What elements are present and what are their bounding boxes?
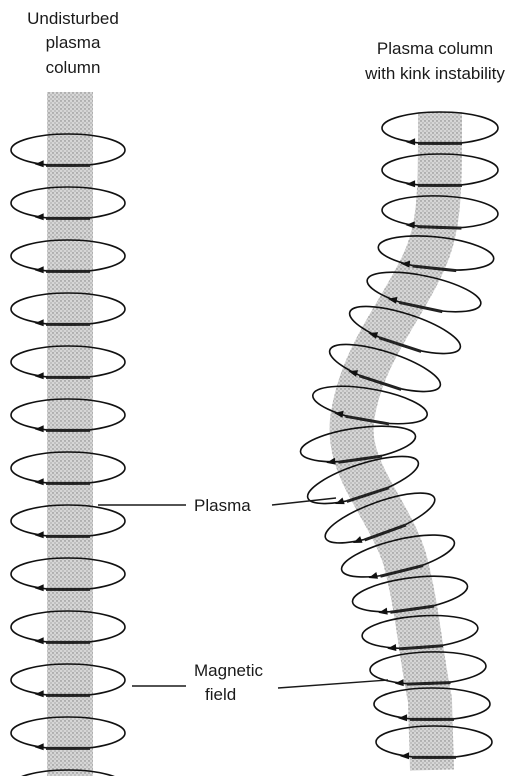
- field-arrow-icon: [406, 138, 415, 145]
- left-title-line3: column: [46, 58, 101, 77]
- left-plasma-body: [47, 92, 93, 776]
- kinked-column: [298, 112, 498, 770]
- field-arrow-icon: [406, 221, 415, 228]
- field-arrow-icon: [406, 180, 415, 187]
- field-arrow-icon: [35, 531, 44, 538]
- undisturbed-column: [11, 92, 125, 776]
- plasma-label: Plasma: [194, 496, 251, 515]
- left-title-line1: Undisturbed: [27, 9, 119, 28]
- right-title-line1: Plasma column: [377, 39, 493, 58]
- field-arrow-icon: [35, 160, 44, 167]
- field-arrow-icon: [398, 714, 407, 721]
- left-title-line2: plasma: [46, 33, 101, 52]
- magnetic-label-line1: Magnetic: [194, 661, 263, 680]
- field-arrow-icon: [35, 584, 44, 591]
- field-arrow-icon: [35, 478, 44, 485]
- field-arrow-icon: [35, 213, 44, 220]
- field-arrow-icon: [35, 425, 44, 432]
- field-arrow-icon: [400, 752, 409, 759]
- right-plasma-body: [351, 112, 440, 770]
- right-title-line2: with kink instability: [364, 64, 505, 83]
- field-arrow-icon: [35, 372, 44, 379]
- magnetic-label-line2: field: [205, 685, 236, 704]
- field-arrow-icon: [35, 637, 44, 644]
- field-arrow-icon: [35, 743, 44, 750]
- right-field-rings: [298, 112, 498, 759]
- magnetic-leader-right: [278, 680, 388, 688]
- field-arrow-icon: [35, 266, 44, 273]
- field-arrow-icon: [35, 319, 44, 326]
- field-arrow-icon: [35, 690, 44, 697]
